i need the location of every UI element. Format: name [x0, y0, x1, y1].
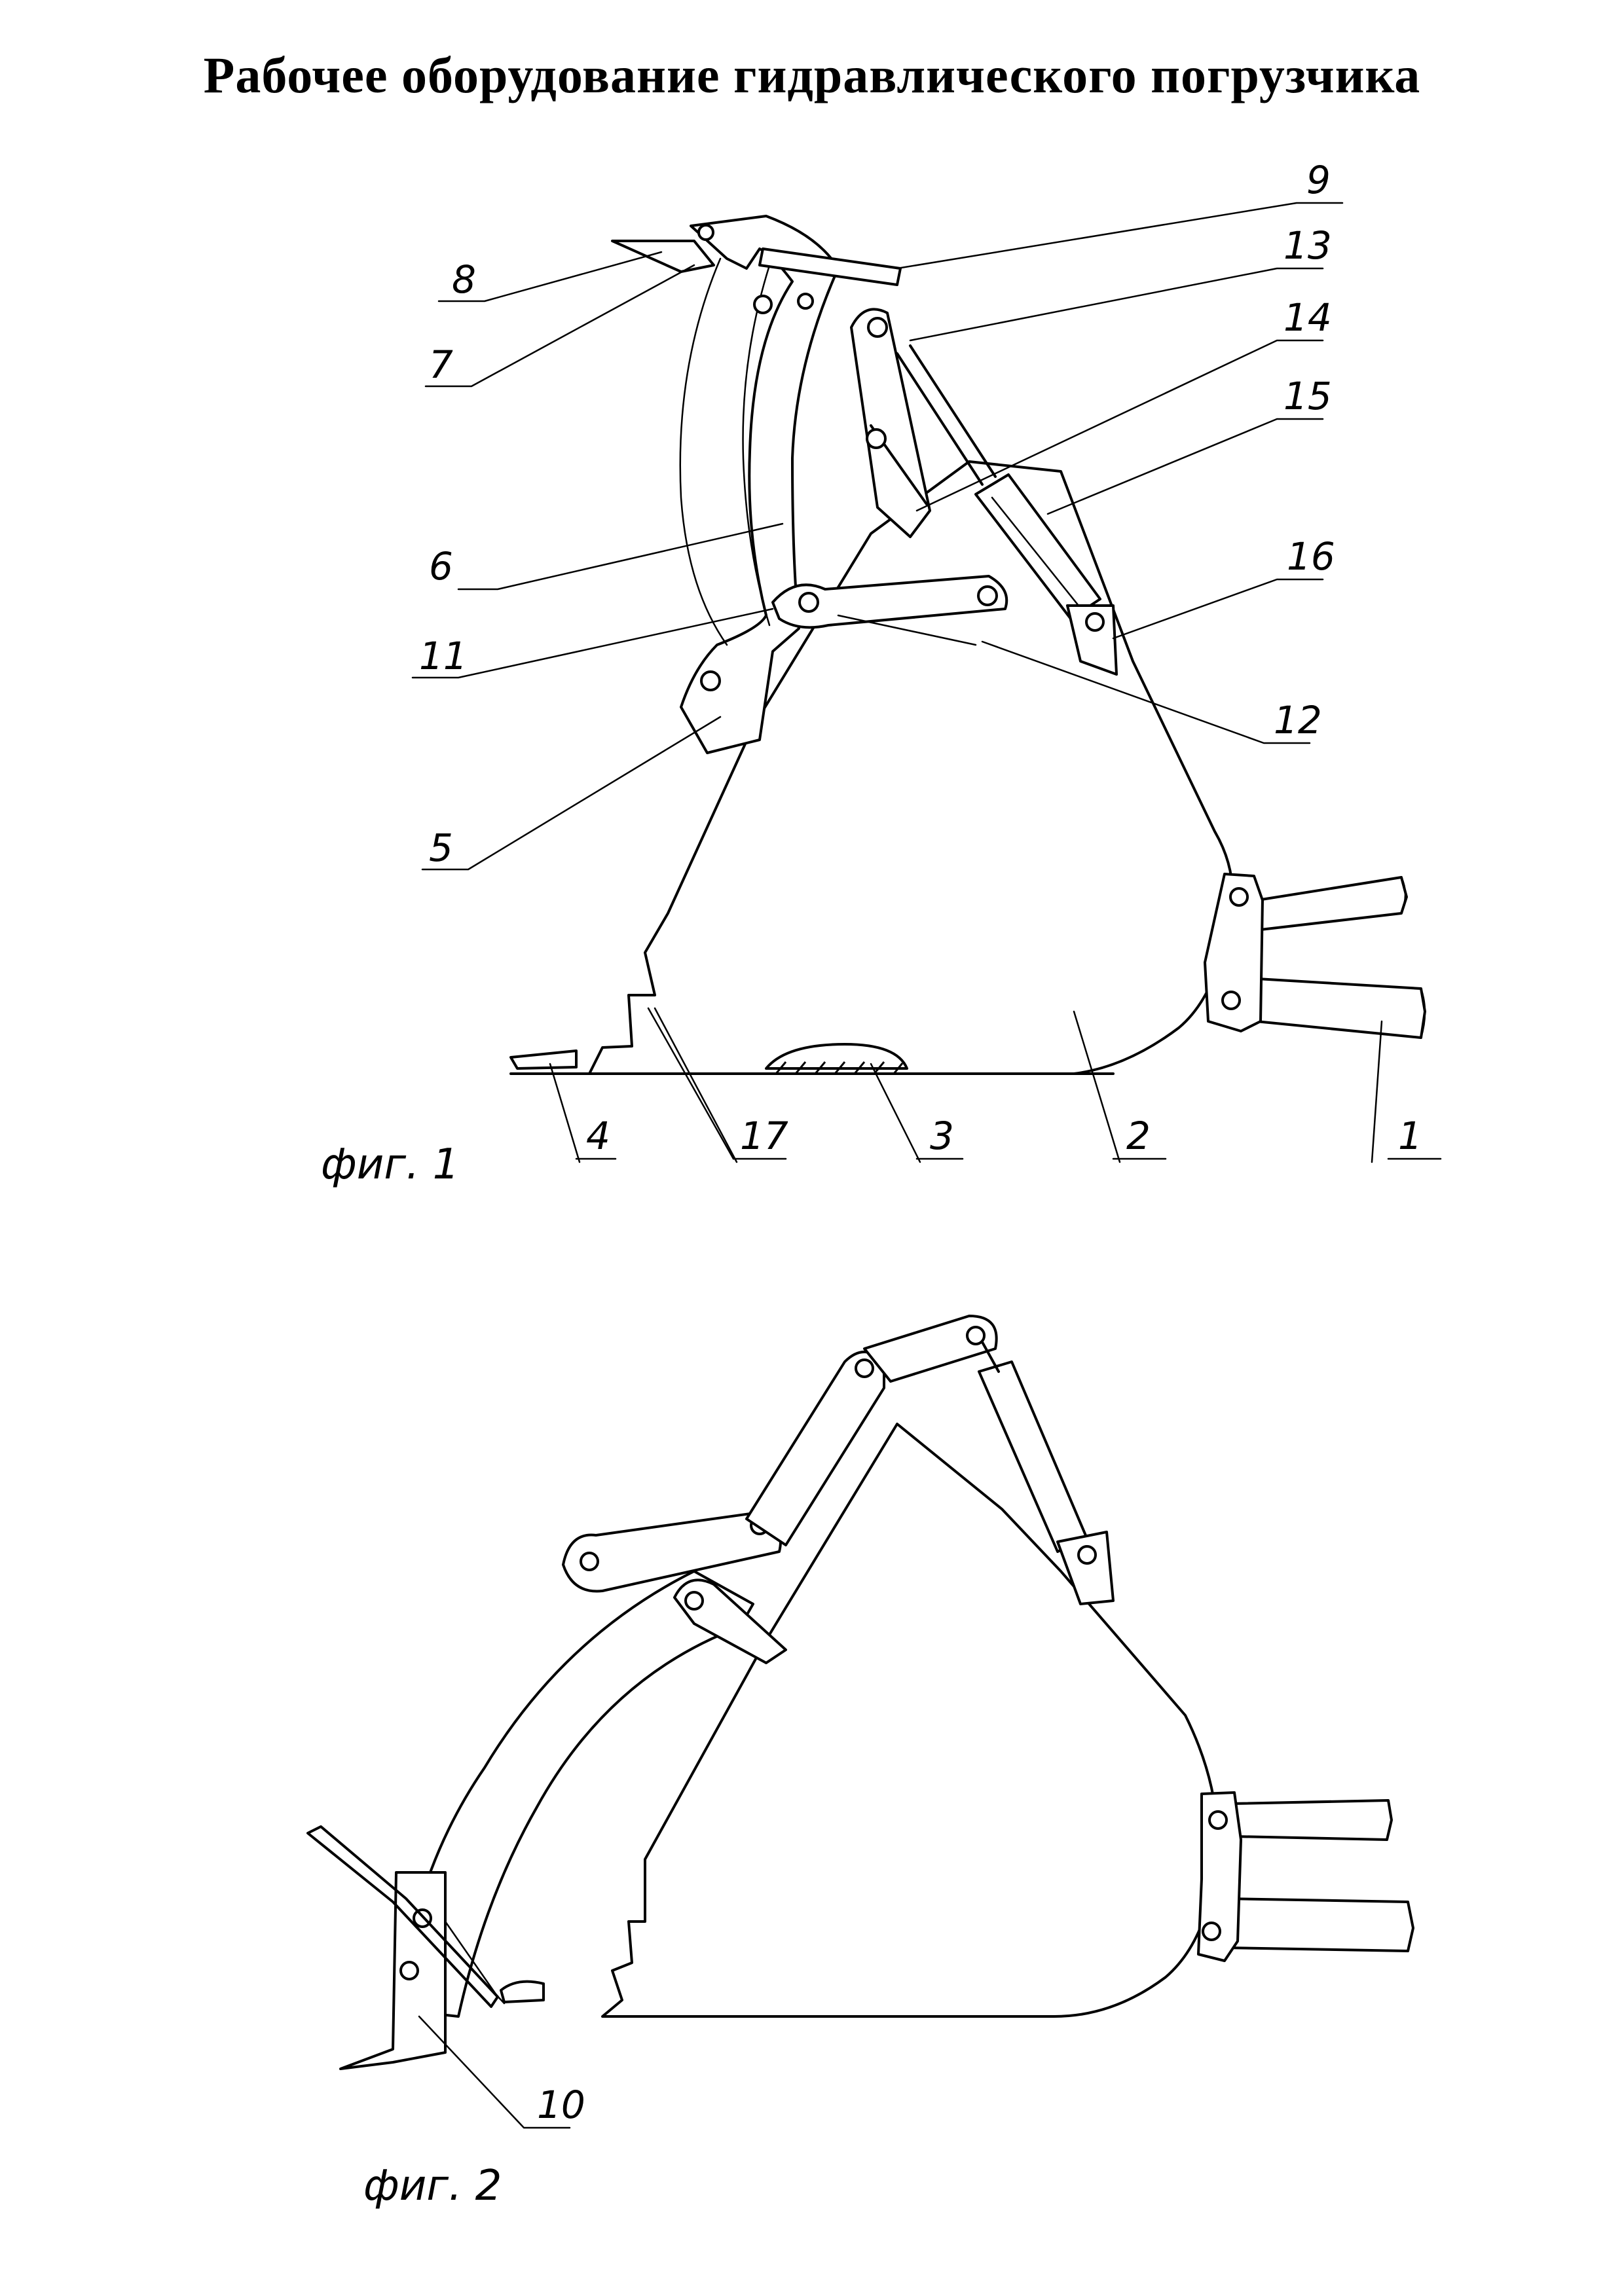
label-10: 10: [537, 2083, 585, 2127]
boom-arms-fig2: [1223, 1799, 1414, 1952]
label-13: 13: [1283, 223, 1332, 268]
hatched-pad: [765, 1043, 908, 1074]
label-4: 4: [586, 1114, 610, 1158]
linkage-fig2: [562, 1315, 1115, 1664]
label-3: 3: [930, 1114, 954, 1158]
curved-jaw: [679, 215, 840, 754]
label-6: 6: [429, 544, 453, 589]
label-15: 15: [1283, 374, 1332, 418]
top-rod: [758, 247, 902, 286]
label-8: 8: [452, 257, 476, 302]
figure-1-labels: 1 2 3 4 5 6 7 8 9 11 12 13 14 15 16 17: [419, 158, 1422, 1158]
blade-plate: [611, 240, 715, 273]
cross-link: [771, 575, 1008, 646]
figure-1: 1 2 3 4 5 6 7 8 9 11 12 13 14 15 16 17 ф…: [321, 158, 1442, 1189]
label-7: 7: [429, 342, 453, 387]
page-title: Рабочее оборудование гидравлического пог…: [203, 46, 1421, 103]
label-5: 5: [429, 826, 453, 870]
label-11: 11: [419, 634, 468, 678]
label-17: 17: [740, 1114, 788, 1158]
label-1: 1: [1398, 1114, 1422, 1158]
boom-arms: [1255, 876, 1426, 1039]
label-9: 9: [1306, 158, 1331, 202]
figure-1-caption: фиг. 1: [321, 1140, 459, 1189]
label-2: 2: [1126, 1114, 1151, 1158]
label-12: 12: [1274, 698, 1322, 742]
figure-2: 10 фиг. 2: [306, 1315, 1414, 2210]
leader-line-10: [418, 2015, 571, 2129]
leader-lines: [411, 202, 1442, 1163]
label-16: 16: [1287, 534, 1335, 579]
bucket-body: [509, 460, 1264, 1075]
bucket-body-fig2: [500, 1423, 1242, 2018]
figure-2-caption: фиг. 2: [363, 2162, 502, 2210]
rocker-lever: [850, 308, 931, 538]
cutting-tooth: [509, 1049, 578, 1070]
hydraulic-cylinder: [896, 344, 1118, 676]
label-14: 14: [1283, 295, 1332, 340]
